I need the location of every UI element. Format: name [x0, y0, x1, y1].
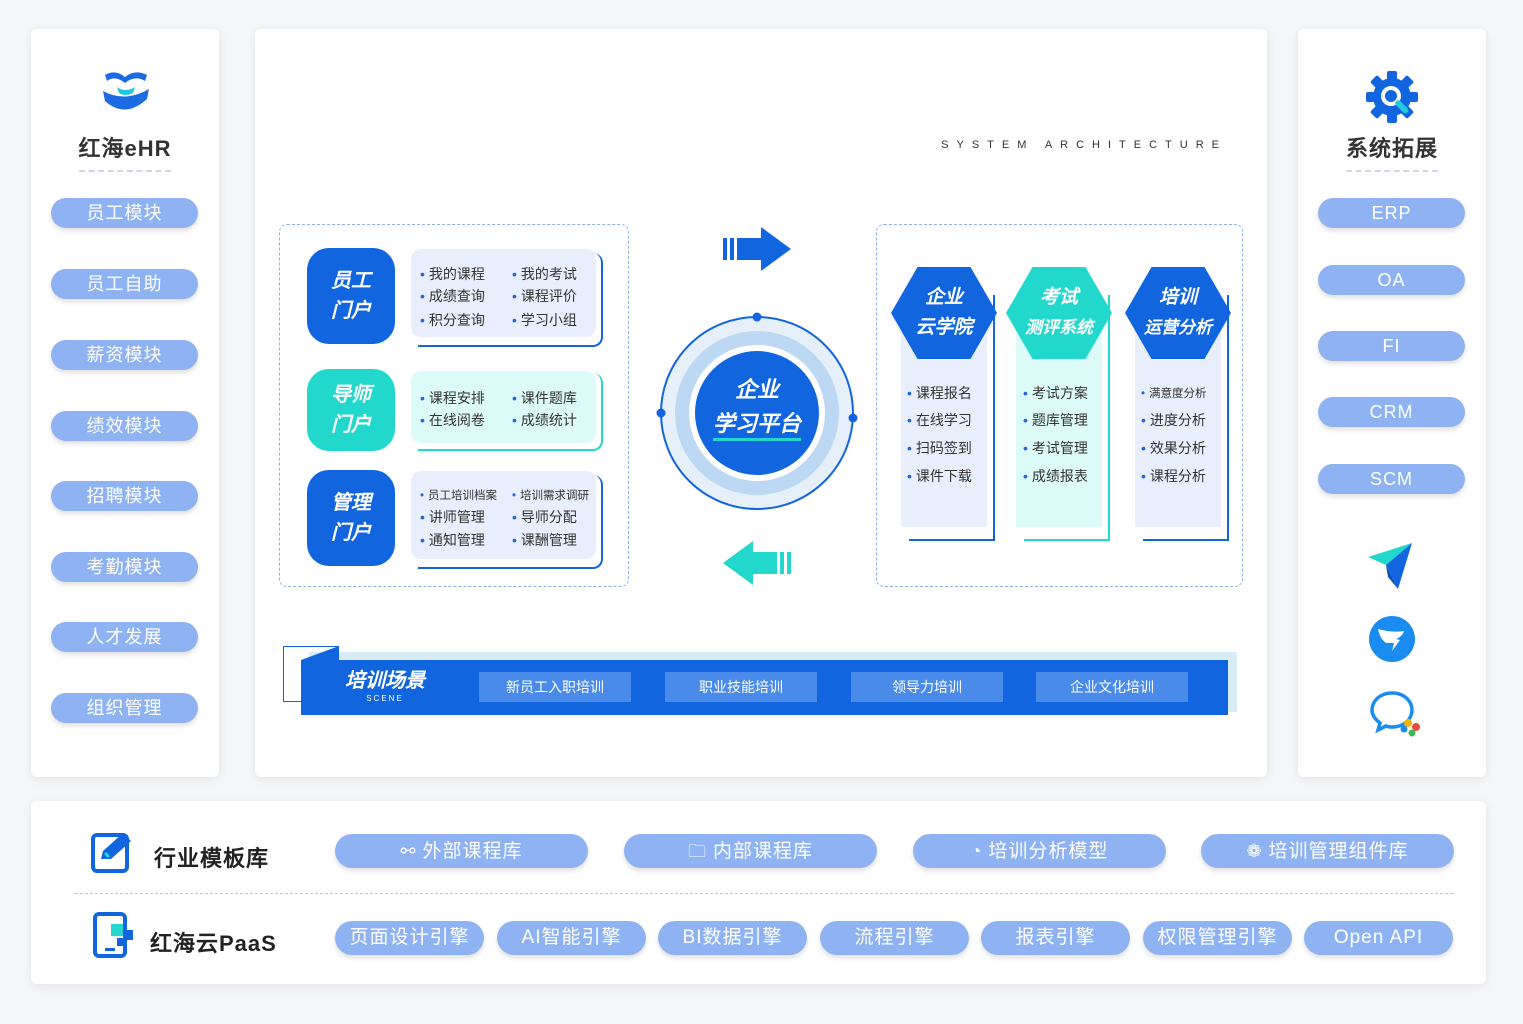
scene-bar-notch	[301, 646, 339, 660]
dingtalk-icon	[1369, 616, 1415, 662]
extension-panel: 系统拓展 ERP OA FI CRM SCM	[1298, 29, 1486, 777]
scene-chip[interactable]: 企业文化培训	[1036, 672, 1188, 702]
module-item: 效果分析	[1141, 438, 1206, 458]
portal-item: 通知管理	[420, 530, 485, 550]
scene-bar: 培训场景 SCENE 新员工入职培训 职业技能培训 领导力培训 企业文化培训	[301, 660, 1228, 715]
foundation-panel: 行业模板库 ⚯外部课程库 🗀内部课程库 ◔培训分析模型 ❁培训管理组件库 红海云…	[31, 801, 1486, 984]
ehr-module-pill[interactable]: 员工模块	[51, 198, 198, 228]
paas-title: 红海云PaaS	[150, 931, 277, 956]
system-architecture-label: SYSTEM ARCHITECTURE	[941, 139, 1227, 151]
portal-list-edge	[418, 253, 603, 347]
platform-title: 企业 学习平台	[695, 373, 819, 441]
module-edge	[1143, 295, 1229, 541]
ehr-title: 红海eHR	[78, 136, 172, 161]
mentor-portal-tag: 导师 门户	[307, 369, 395, 451]
pie-chart-icon: ◔	[970, 841, 983, 861]
portal-item: 课件题库	[512, 388, 577, 408]
portal-list-edge	[418, 475, 603, 569]
ehr-module-pill[interactable]: 薪资模块	[51, 340, 198, 370]
left-arrow-icon	[723, 541, 791, 585]
scene-chip[interactable]: 新员工入职培训	[479, 672, 631, 702]
template-pill[interactable]: ❁培训管理组件库	[1201, 834, 1454, 868]
module-item: 课程分析	[1141, 466, 1206, 486]
extension-pill[interactable]: SCM	[1318, 464, 1465, 494]
module-item: 扫码签到	[907, 438, 972, 458]
scene-title: 培训场景 SCENE	[345, 670, 425, 703]
extension-pill[interactable]: FI	[1318, 331, 1465, 361]
cloud-academy-hex: 企业 云学院	[891, 267, 997, 359]
portals-box: 员工 门户 我的课程 我的考试 成绩查询 课程评价 积分查询 学习小组 导师 门…	[279, 224, 629, 587]
ehr-module-pill[interactable]: 招聘模块	[51, 481, 198, 511]
module-item: 在线学习	[907, 410, 972, 430]
ehr-module-pill[interactable]: 绩效模块	[51, 411, 198, 441]
portal-item: 培训需求调研	[512, 487, 589, 503]
portal-item: 成绩查询	[420, 286, 485, 306]
extension-pill[interactable]: CRM	[1318, 397, 1465, 427]
ehr-module-pill[interactable]: 人才发展	[51, 622, 198, 652]
paas-engine-pill[interactable]: Open API	[1304, 921, 1453, 955]
module-edge	[1024, 295, 1110, 541]
folder-icon: 🗀	[687, 841, 707, 861]
portal-item: 积分查询	[420, 310, 485, 330]
portal-item: 在线阅卷	[420, 410, 485, 430]
paas-engine-pill[interactable]: 权限管理引擎	[1143, 921, 1292, 955]
extension-title: 系统拓展	[1345, 136, 1438, 161]
module-item: 考试管理	[1023, 438, 1088, 458]
module-item: 满意度分析	[1141, 385, 1207, 401]
ehr-module-pill[interactable]: 员工自助	[51, 269, 198, 299]
portal-item: 我的考试	[512, 264, 577, 284]
paas-device-icon	[93, 912, 133, 958]
module-item: 考试方案	[1023, 383, 1088, 403]
ehr-panel: 红海eHR 员工模块 员工自助 薪资模块 绩效模块 招聘模块 考勤模块 人才发展…	[31, 29, 219, 777]
template-pill[interactable]: ⚯外部课程库	[335, 834, 588, 868]
feishu-icon	[1368, 543, 1412, 589]
divider	[79, 170, 171, 172]
ehr-logo-icon	[103, 72, 149, 110]
paas-engine-pill[interactable]: 报表引擎	[981, 921, 1130, 955]
portal-item: 课程评价	[512, 286, 577, 306]
portal-item: 课酬管理	[512, 530, 577, 550]
network-icon: ⚯	[400, 841, 417, 861]
employee-portal-tag: 员工 门户	[307, 248, 395, 344]
portal-item: 我的课程	[420, 264, 485, 284]
module-item: 题库管理	[1023, 410, 1088, 430]
architecture-panel: SYSTEM ARCHITECTURE 员工 门户 我的课程 我的考试 成绩查询…	[255, 29, 1267, 777]
wecom-icon	[1370, 691, 1420, 737]
extension-pill[interactable]: ERP	[1318, 198, 1465, 228]
template-pill[interactable]: 🗀内部课程库	[624, 834, 877, 868]
ehr-module-pill[interactable]: 考勤模块	[51, 552, 198, 582]
module-edge	[909, 295, 995, 541]
module-item: 课程报名	[907, 383, 972, 403]
module-item: 成绩报表	[1023, 466, 1088, 486]
paas-engine-pill[interactable]: 页面设计引擎	[335, 921, 484, 955]
puzzle-icon: ❁	[1246, 841, 1263, 861]
portal-item: 讲师管理	[420, 507, 485, 527]
scene-chip[interactable]: 职业技能培训	[665, 672, 817, 702]
portal-item: 导师分配	[512, 507, 577, 527]
portal-item: 员工培训档案	[420, 487, 497, 503]
ehr-module-pill[interactable]: 组织管理	[51, 693, 198, 723]
module-item: 进度分析	[1141, 410, 1206, 430]
row-divider	[75, 893, 1453, 894]
template-pill[interactable]: ◔培训分析模型	[913, 834, 1166, 868]
scene-chip[interactable]: 领导力培训	[851, 672, 1003, 702]
paas-engine-pill[interactable]: BI数据引擎	[658, 921, 807, 955]
management-portal-tag: 管理 门户	[307, 470, 395, 566]
paas-engine-pill[interactable]: AI智能引擎	[497, 921, 646, 955]
gear-icon	[1366, 71, 1418, 123]
right-arrow-icon	[723, 227, 791, 271]
portal-item: 学习小组	[512, 310, 577, 330]
portal-item: 课程安排	[420, 388, 485, 408]
template-library-title: 行业模板库	[154, 846, 270, 871]
portal-item: 成绩统计	[512, 410, 577, 430]
paas-engine-pill[interactable]: 流程引擎	[820, 921, 969, 955]
extension-pill[interactable]: OA	[1318, 265, 1465, 295]
portal-list-edge	[418, 373, 603, 451]
module-item: 课件下载	[907, 466, 972, 486]
modules-box: 企业 云学院 课程报名 在线学习 扫码签到 课件下载 考试 测评系统 考试方案 …	[876, 224, 1243, 587]
template-edit-icon	[91, 833, 131, 873]
platform-ring	[656, 312, 858, 510]
divider	[1346, 170, 1438, 172]
